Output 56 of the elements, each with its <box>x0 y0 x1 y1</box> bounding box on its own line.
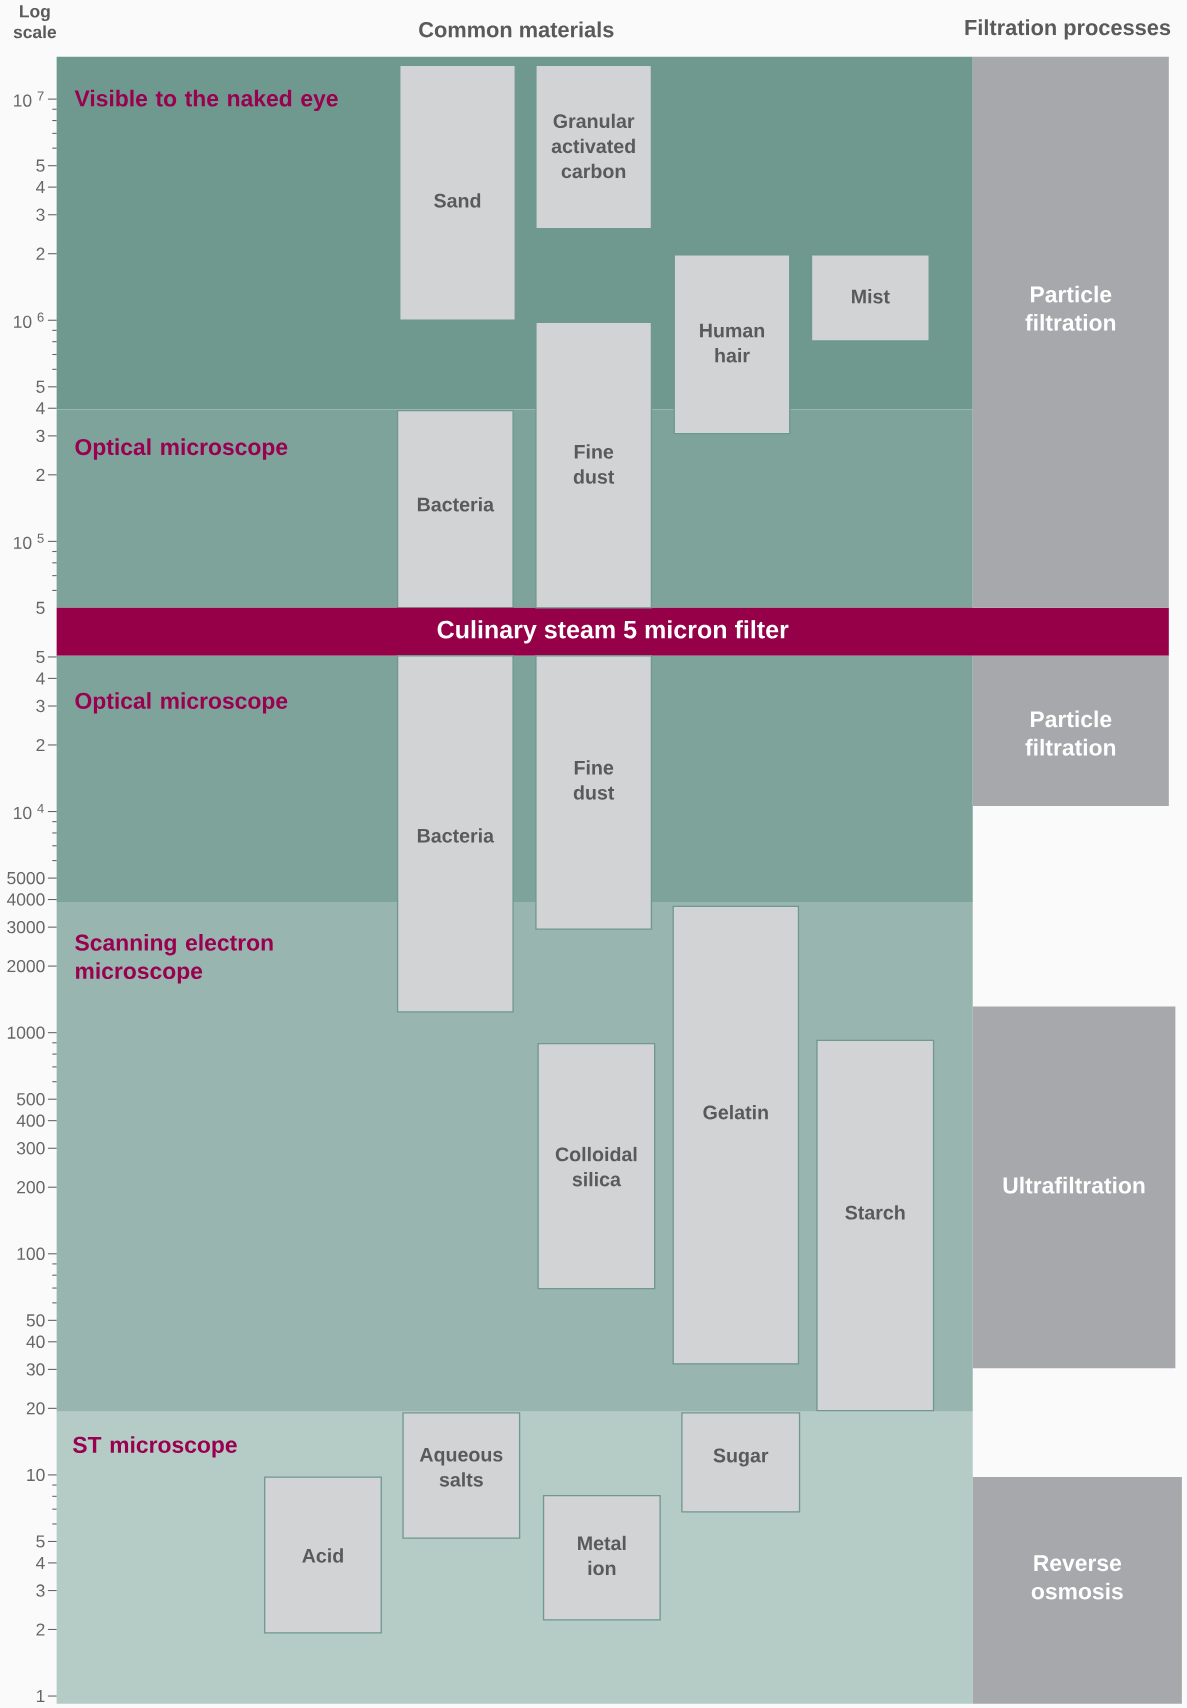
tick-label: 10 $^{7}$ <box>13 91 44 107</box>
tick-label: 5 <box>36 159 45 172</box>
material-box: Sugar <box>681 1412 801 1513</box>
material-box: Granular activated carbon <box>535 64 652 230</box>
tick-label: 3 <box>36 699 45 713</box>
tick-label: 200 <box>16 1181 45 1194</box>
material-box: Metal ion <box>542 1494 661 1621</box>
tick-label: 3 <box>36 429 45 443</box>
tick-label: 20 <box>26 1402 45 1415</box>
tick-label: 10 <box>27 1468 45 1482</box>
tick-label: 3 <box>36 1584 45 1597</box>
filter-band: Culinary steam 5 micron filter <box>56 607 1169 656</box>
material-box: Fine dust <box>535 321 652 609</box>
tick-label: 4000 <box>6 893 45 906</box>
tick-label: 4 <box>35 402 45 415</box>
process-box: Particle filtration <box>972 56 1169 608</box>
material-box: Bacteria <box>396 655 514 1013</box>
tick-label: 2 <box>36 468 45 481</box>
material-box: Aqueous salts <box>402 1412 521 1539</box>
process-box: Ultrafiltration <box>972 1006 1176 1369</box>
tick-label: 2 <box>36 247 45 260</box>
material-box: Human hair <box>673 254 791 435</box>
tick-label: 1 <box>36 1690 45 1703</box>
tick-label: 10 $^{6}$ <box>13 312 44 328</box>
material-box: Starch <box>816 1039 935 1412</box>
material-box: Fine dust <box>535 655 652 930</box>
tick-label: 400 <box>16 1114 45 1127</box>
material-box: Sand <box>398 64 516 321</box>
tick-label: 50 <box>26 1314 45 1327</box>
material-box: Gelatin <box>672 905 799 1365</box>
tick-label: 3000 <box>7 921 45 934</box>
tick-label: 1000 <box>7 1026 45 1039</box>
tick-label: 30 <box>26 1363 45 1376</box>
tick-label: 5 <box>36 380 45 393</box>
material-box: Acid <box>263 1476 382 1634</box>
tick-label: 5 <box>36 650 45 664</box>
tick-label: 4 <box>35 181 45 194</box>
tick-label: 500 <box>16 1093 45 1106</box>
material-box: Colloidal silica <box>537 1042 656 1290</box>
tick-label: 10 $^{5}$ <box>13 533 44 550</box>
axis-title: Log scale <box>13 5 56 39</box>
material-box: Bacteria <box>396 410 514 609</box>
tick-label: 2 <box>36 1623 45 1636</box>
process-box: Particle filtration <box>972 655 1169 807</box>
tick-label: 4 <box>35 1556 45 1569</box>
tick-label: 5 <box>36 601 45 615</box>
column-header: Common materials <box>419 21 614 38</box>
process-box: Reverse osmosis <box>972 1477 1182 1704</box>
tick-label: 300 <box>16 1142 45 1155</box>
material-box: Mist <box>810 254 930 342</box>
tick-label: 2000 <box>7 959 45 973</box>
tick-label: 100 <box>17 1247 45 1260</box>
tick-label: 40 <box>26 1335 45 1348</box>
tick-label: 4 <box>35 672 45 685</box>
tick-label: 5 <box>36 1535 45 1548</box>
tick-label: 3 <box>36 208 45 221</box>
